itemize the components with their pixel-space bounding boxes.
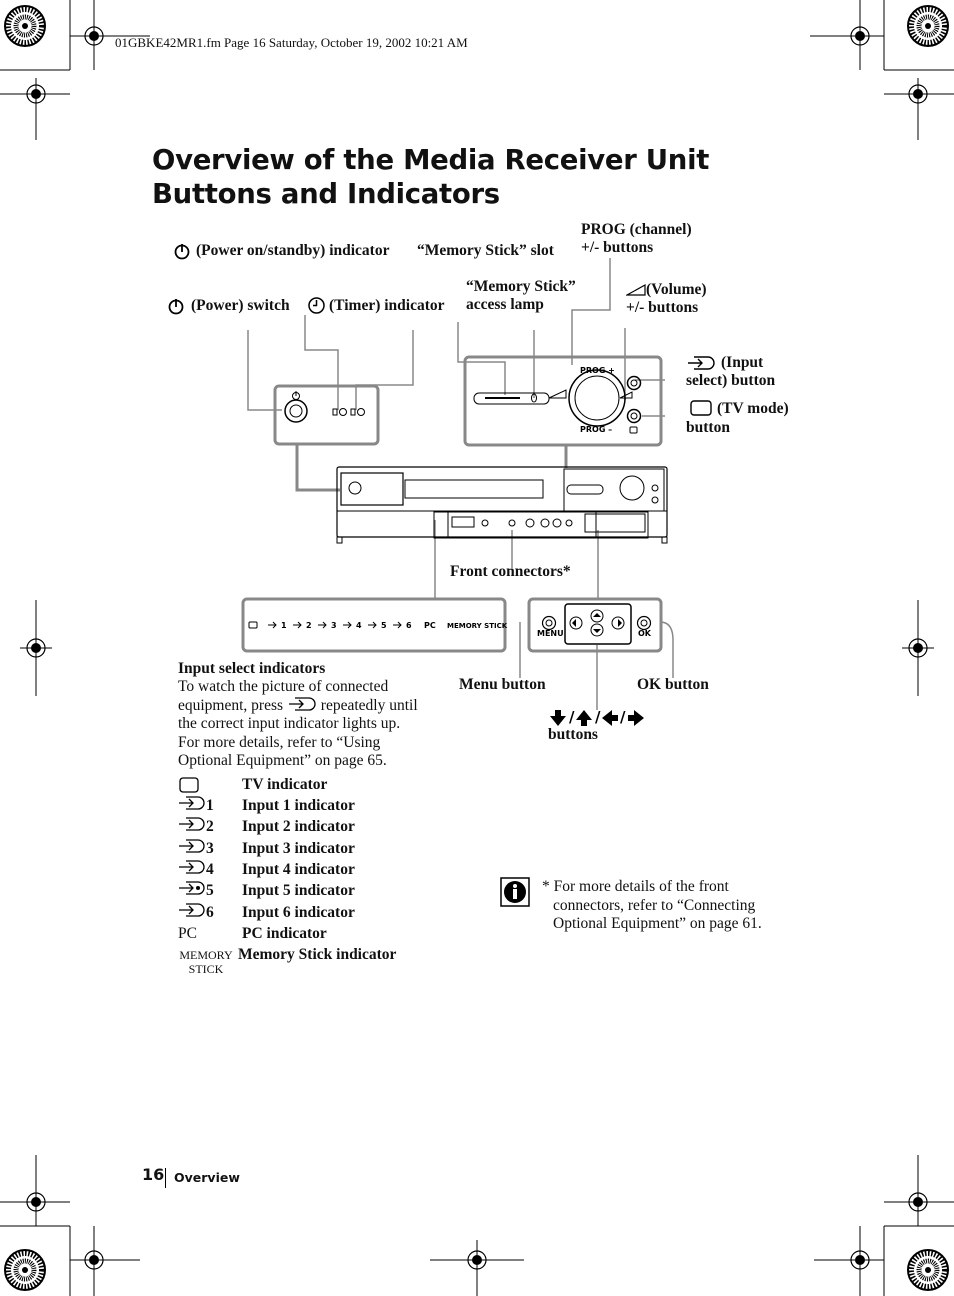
input-icon [179,817,205,831]
input-select-label-line2: select) button [686,372,776,389]
prog-minus-label: PROG – [580,425,612,434]
svg-text:/: / [569,708,575,726]
svg-text:2: 2 [306,621,312,630]
input-select-icon [688,356,715,370]
svg-text:3: 3 [331,621,337,630]
svg-text:6: 6 [406,621,412,630]
input-icon [179,903,205,917]
tv-mode-label-line2: button [686,419,730,436]
input-icon [179,839,205,853]
access-lamp-label-line1: “Memory Stick” [466,278,576,295]
prog-label-line1: PROG (channel) [581,221,692,238]
tv-mode-label-line1: (TV mode) [717,400,789,417]
menu-button-label: Menu button [459,676,546,693]
volume-label-line1: (Volume) [646,281,707,298]
svg-text:/: / [595,708,601,726]
menu-key-label: MENU [537,629,564,638]
info-icon [500,877,530,907]
ok-key-label: OK [638,629,652,638]
front-connectors-label: Front connectors* [450,563,571,580]
input-icon [179,796,205,810]
input-select-description: To watch the picture of connected equipm… [178,678,418,769]
power-indicator-label: (Power on/standby) indicator [196,242,390,259]
pc-key-label: PC [424,621,436,630]
timer-indicator-label: (Timer) indicator [329,297,445,314]
footer-divider [165,1168,166,1188]
arrow-buttons-label: buttons [548,726,598,743]
tv-mode-icon [690,400,712,416]
ok-button-label: OK button [637,676,709,693]
front-connectors-note: * For more details of the front connecto… [542,878,762,932]
file-info-header: 01GBKE42MR1.fm Page 16 Saturday, October… [115,35,468,50]
power-standby-icon [174,244,190,260]
power-switch-label: (Power) switch [191,297,290,314]
footer-section: Overview [174,1170,240,1185]
page-title: Overview of the Media Receiver Unit Butt… [152,144,710,210]
volume-icon [626,283,646,296]
svg-text:/: / [620,708,626,726]
svg-text:5: 5 [381,621,387,630]
page-number: 16 [142,1165,165,1184]
access-lamp-label-line2: access lamp [466,296,544,313]
volume-label-line2: +/- buttons [626,299,699,316]
svg-text:1: 1 [281,621,287,630]
input-select-heading: Input select indicators [178,660,326,677]
arrow-buttons-icons: / / / [550,708,644,726]
input-icon [179,860,205,874]
svg-text:4: 4 [356,621,362,630]
power-switch-icon [168,299,184,315]
tv-indicator-icon [178,775,238,799]
memory-stick-key-label: MEMORY STICK [447,622,508,630]
input-component-icon [179,881,205,895]
input-select-inline-icon [288,696,316,711]
memory-stick-slot-label: “Memory Stick” slot [417,242,554,259]
timer-icon [308,297,325,314]
input-select-label-line1: (Input [721,354,764,371]
prog-label-line2: +/- buttons [581,239,654,256]
prog-plus-label: PROG + [580,366,615,375]
